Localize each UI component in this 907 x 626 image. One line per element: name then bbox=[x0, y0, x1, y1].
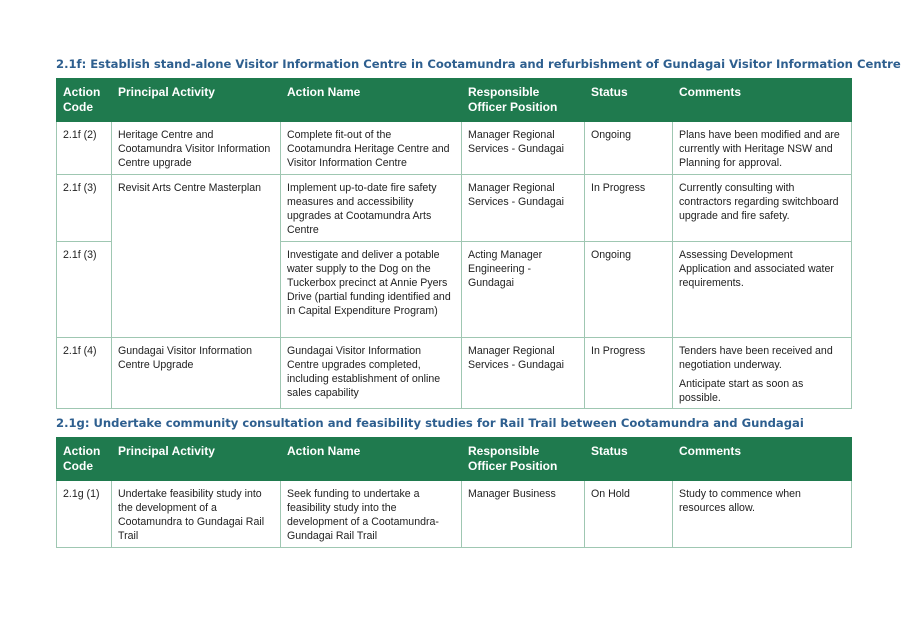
cell-responsible-officer: Manager Regional Services - Gundagai bbox=[461, 174, 585, 242]
table-header-row: Action Code Principal Activity Action Na… bbox=[56, 78, 852, 122]
cell-principal-activity: Gundagai Visitor Information Centre Upgr… bbox=[111, 337, 281, 409]
cell-comments: Currently consulting with contractors re… bbox=[672, 174, 852, 242]
cell-action-code: 2.1f (3) bbox=[56, 174, 112, 242]
header-status: Status bbox=[584, 78, 673, 122]
cell-comments: Assessing Development Application and as… bbox=[672, 241, 852, 338]
actions-table-2-1g: Action Code Principal Activity Action Na… bbox=[56, 437, 852, 548]
header-action-name: Action Name bbox=[280, 437, 462, 481]
table-row: 2.1g (1) Undertake feasibility study int… bbox=[56, 480, 852, 548]
header-principal-activity: Principal Activity bbox=[111, 437, 281, 481]
header-status: Status bbox=[584, 437, 673, 481]
table-row: 2.1f (4) Gundagai Visitor Information Ce… bbox=[56, 337, 852, 409]
section-title-2-1f: 2.1f: Establish stand-alone Visitor Info… bbox=[56, 57, 901, 71]
cell-action-code: 2.1f (3) bbox=[56, 241, 112, 338]
header-comments: Comments bbox=[672, 78, 852, 122]
cell-responsible-officer: Manager Regional Services - Gundagai bbox=[461, 337, 585, 409]
cell-comments: Plans have been modified and are current… bbox=[672, 121, 852, 175]
cell-comments: Tenders have been received and negotiati… bbox=[672, 337, 852, 409]
table-row: 2.1f (3) Investigate and deliver a potab… bbox=[56, 241, 852, 338]
cell-principal-activity: Heritage Centre and Cootamundra Visitor … bbox=[111, 121, 281, 175]
comment-paragraph: Tenders have been received and negotiati… bbox=[679, 345, 833, 371]
cell-responsible-officer: Manager Regional Services - Gundagai bbox=[461, 121, 585, 175]
cell-principal-activity: Revisit Arts Centre Masterplan bbox=[111, 174, 281, 338]
section-title-2-1g: 2.1g: Undertake community consultation a… bbox=[56, 416, 804, 430]
table-row: 2.1f (2) Heritage Centre and Cootamundra… bbox=[56, 121, 852, 175]
cell-action-name: Complete fit-out of the Cootamundra Heri… bbox=[280, 121, 462, 175]
cell-status: In Progress bbox=[584, 337, 673, 409]
header-principal-activity: Principal Activity bbox=[111, 78, 281, 122]
cell-comments: Study to commence when resources allow. bbox=[672, 480, 852, 548]
cell-responsible-officer: Acting Manager Engineering - Gundagai bbox=[461, 241, 585, 338]
cell-action-code: 2.1g (1) bbox=[56, 480, 112, 548]
cell-action-name: Seek funding to undertake a feasibility … bbox=[280, 480, 462, 548]
cell-action-code: 2.1f (4) bbox=[56, 337, 112, 409]
table-row: 2.1f (3) Revisit Arts Centre Masterplan … bbox=[56, 174, 852, 338]
cell-action-name: Investigate and deliver a potable water … bbox=[280, 241, 462, 338]
header-action-code: Action Code bbox=[56, 437, 112, 481]
cell-status: Ongoing bbox=[584, 121, 673, 175]
header-comments: Comments bbox=[672, 437, 852, 481]
cell-status: In Progress bbox=[584, 174, 673, 242]
cell-status: Ongoing bbox=[584, 241, 673, 338]
table-header-row: Action Code Principal Activity Action Na… bbox=[56, 437, 852, 481]
cell-principal-activity: Undertake feasibility study into the dev… bbox=[111, 480, 281, 548]
header-action-code: Action Code bbox=[56, 78, 112, 122]
cell-action-name: Gundagai Visitor Information Centre upgr… bbox=[280, 337, 462, 409]
header-responsible-officer: Responsible Officer Position bbox=[461, 78, 585, 122]
cell-responsible-officer: Manager Business bbox=[461, 480, 585, 548]
comment-paragraph: Anticipate start as soon as possible. bbox=[679, 378, 804, 404]
cell-status: On Hold bbox=[584, 480, 673, 548]
header-responsible-officer: Responsible Officer Position bbox=[461, 437, 585, 481]
cell-action-code: 2.1f (2) bbox=[56, 121, 112, 175]
actions-table-2-1f: Action Code Principal Activity Action Na… bbox=[56, 78, 852, 409]
cell-action-name: Implement up-to-date fire safety measure… bbox=[280, 174, 462, 242]
header-action-name: Action Name bbox=[280, 78, 462, 122]
